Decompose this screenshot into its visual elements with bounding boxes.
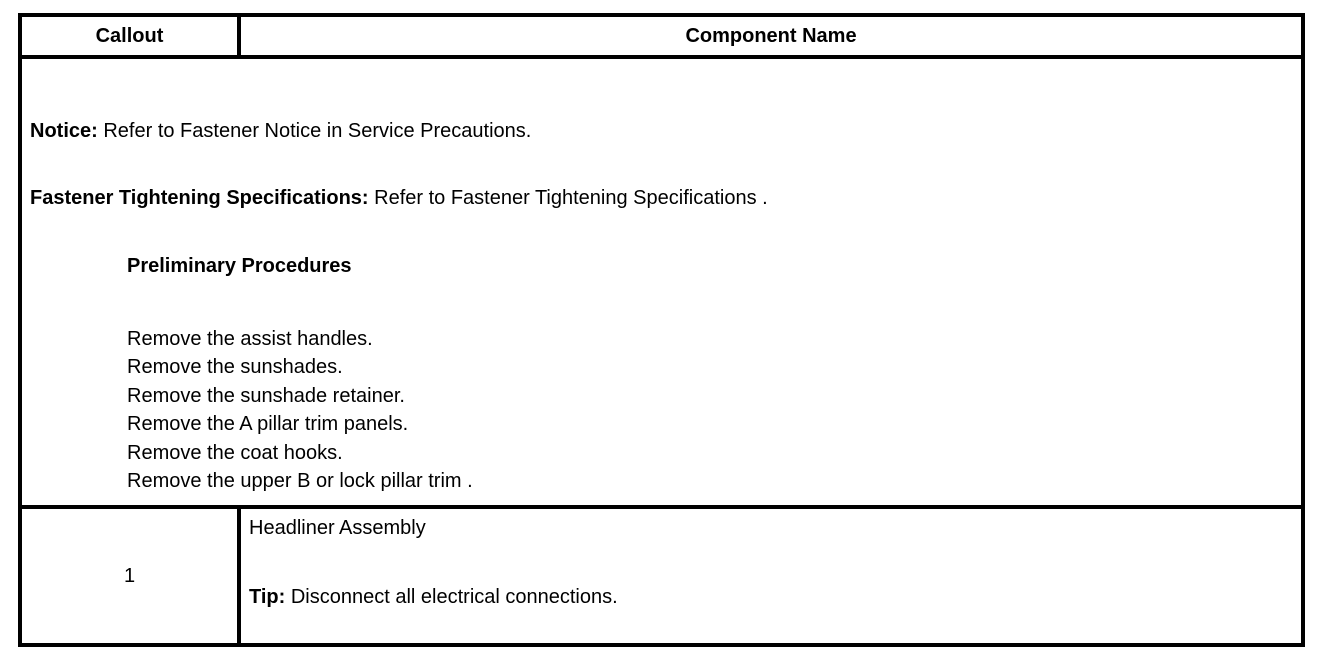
procedure-item: Remove the coat hooks. (127, 441, 343, 464)
component-cell: Headliner Assembly Tip: Disconnect all e… (237, 505, 1305, 647)
tip-line: Tip: Disconnect all electrical connectio… (249, 583, 1289, 612)
preliminary-procedures-title: Preliminary Procedures (127, 255, 352, 277)
component-table: Callout Component Name Notice: Refer to … (18, 13, 1305, 647)
component-name-column-header: Component Name (237, 13, 1305, 59)
tip-label: Tip: (249, 585, 286, 608)
fastener-specifications-line: Fastener Tightening Specifications: Refe… (30, 184, 1289, 213)
notice-line: Notice: Refer to Fastener Notice in Serv… (30, 117, 1289, 146)
component-row: 1 Headliner Assembly Tip: Disconnect all… (18, 505, 1305, 647)
procedure-item: Remove the A pillar trim panels. (127, 413, 409, 435)
procedure-item: Remove the sunshade retainer. (127, 384, 405, 407)
notes-cell: Notice: Refer to Fastener Notice in Serv… (18, 55, 1305, 509)
component-name-value: Headliner Assembly (249, 517, 426, 539)
notice-text: Refer to Fastener Notice in Service Prec… (97, 120, 532, 142)
notice-label: Notice: (30, 120, 98, 142)
notes-row: Notice: Refer to Fastener Notice in Serv… (18, 55, 1305, 509)
fastener-specifications-label: Fastener Tightening Specifications: (30, 186, 369, 209)
preliminary-procedures-list: Remove the assist handles. Remove the su… (127, 325, 1289, 496)
procedure-item: Remove the assist handles. (127, 327, 373, 350)
procedure-item: Remove the upper B or lock pillar trim . (127, 470, 473, 492)
callout-column-header: Callout (18, 13, 241, 59)
fastener-specifications-text: Refer to Fastener Tightening Specificati… (368, 186, 768, 209)
procedure-item: Remove the sunshades. (127, 356, 343, 378)
tip-text: Disconnect all electrical connections. (285, 585, 618, 608)
callout-value: 1 (18, 505, 241, 647)
table-header-row: Callout Component Name (18, 13, 1305, 59)
